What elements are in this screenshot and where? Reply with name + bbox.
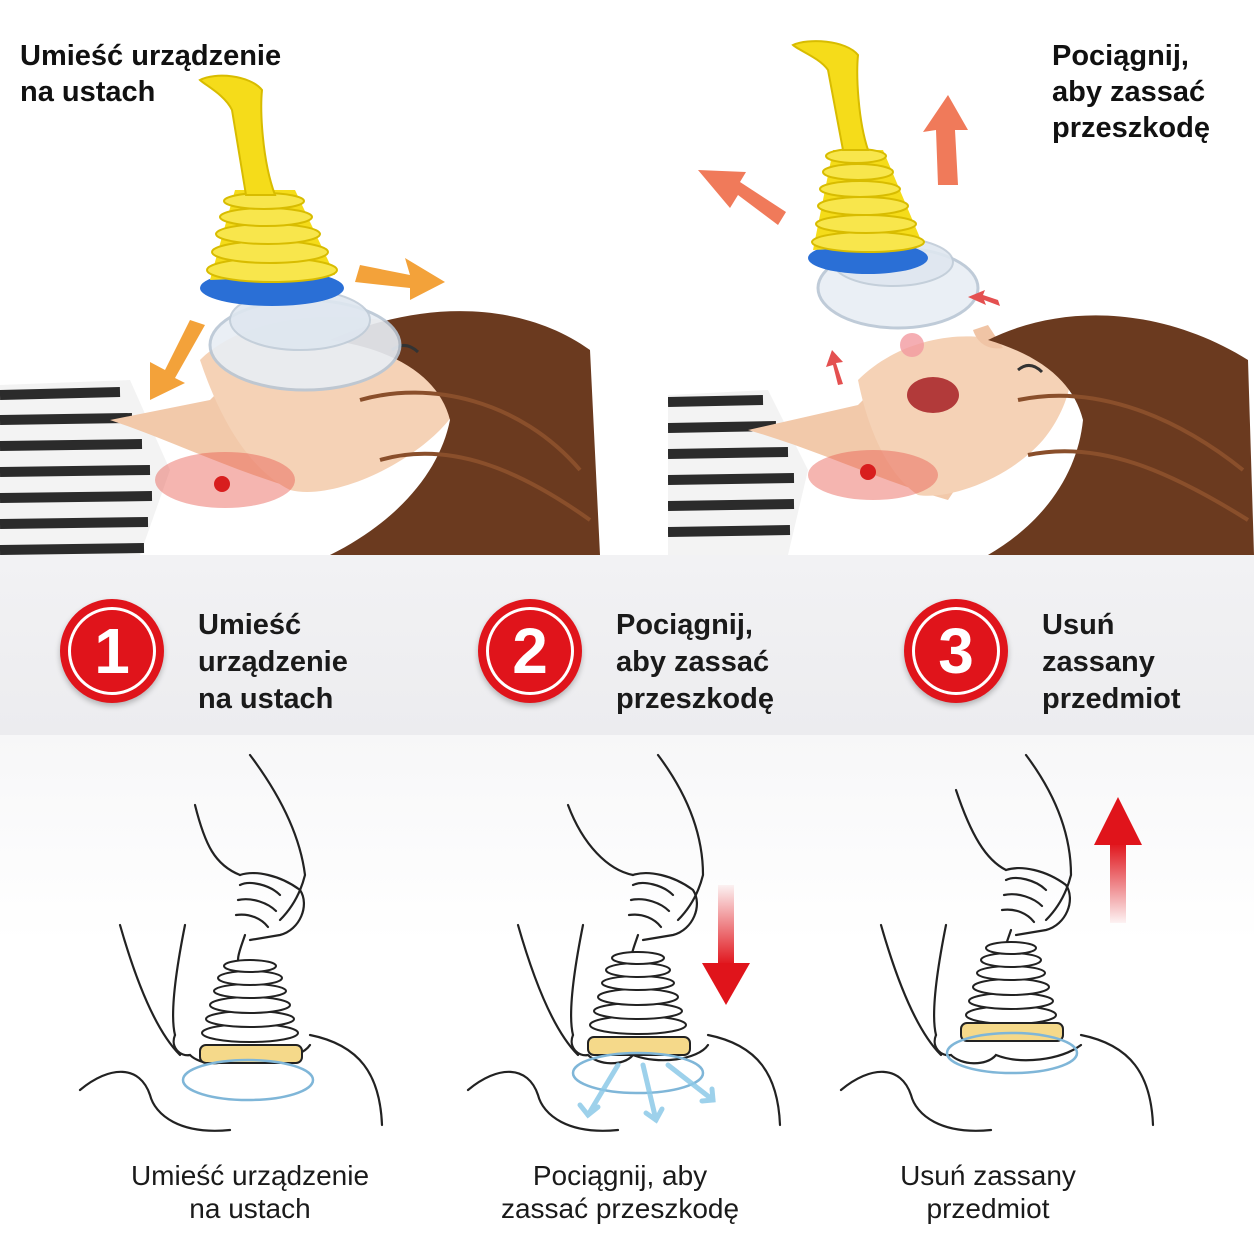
striped-shirt (0, 380, 170, 555)
photo-illustration-left (0, 74, 600, 555)
step-1-number: 1 (94, 615, 130, 687)
device-bellows (965, 941, 1057, 1025)
arrow-down-icon (702, 885, 750, 1005)
step-3-number: 3 (938, 615, 974, 687)
diagram-caption-1: Umieść urządzenie na ustach (130, 1160, 370, 1224)
nose (973, 325, 1003, 349)
diagram-caption-2: Pociągnij, aby zassać przeszkodę (500, 1160, 740, 1224)
suction-arrows-icon (577, 1062, 716, 1124)
device-bellows (791, 40, 925, 253)
diagram-caption-3: Usuń zassany przedmiot (900, 1160, 1076, 1224)
motion-arrows (698, 95, 1000, 385)
hair (330, 311, 600, 555)
device-bellows (589, 951, 687, 1035)
suctioned-object (900, 333, 924, 357)
step-2-text: Pociągnij, aby zassać przeszkodę (616, 609, 774, 715)
diagram-area: Umieść urządzenie na ustach (0, 735, 1254, 1254)
diagram-remove-object (839, 753, 1155, 1132)
device-mask (571, 1051, 705, 1095)
step-1-text: Umieść urządzenie na ustach (198, 609, 348, 715)
device-bellows (201, 959, 299, 1043)
device-bellows (198, 74, 338, 283)
arrow-up-icon (1094, 797, 1142, 923)
diagram-place-device (78, 753, 384, 1132)
device-mask (181, 1058, 315, 1102)
striped-shirt (668, 390, 808, 555)
photo-caption-right: Pociągnij, aby zassać przeszkodę (1052, 40, 1210, 144)
step-3-badge: 3 (904, 599, 1008, 703)
step-2-number: 2 (512, 615, 548, 687)
photo-place-device: Umieść urządzenie na ustach (0, 0, 600, 555)
face (858, 336, 1072, 496)
photo-caption-left: Umieść urządzenie na ustach (20, 40, 282, 108)
step-1-badge: 1 (60, 599, 164, 703)
step-3-text: Usuń zassany przedmiot (1042, 609, 1181, 715)
device-ring (199, 1044, 303, 1064)
step-2-badge: 2 (478, 599, 582, 703)
device-mask (945, 1031, 1079, 1075)
hair (988, 315, 1254, 555)
device-ring (587, 1036, 691, 1056)
open-mouth (907, 377, 959, 413)
obstruction-dot (214, 476, 230, 492)
obstruction-dot (860, 464, 876, 480)
photo-illustration-right (668, 40, 1254, 555)
motion-arrows (150, 258, 445, 400)
photo-pull-device: Pociągnij, aby zassać przeszkodę (668, 0, 1254, 555)
steps-band: 1 Umieść urządzenie na ustach 2 Pociągni… (0, 555, 1254, 735)
diagram-pull-device (466, 753, 782, 1132)
